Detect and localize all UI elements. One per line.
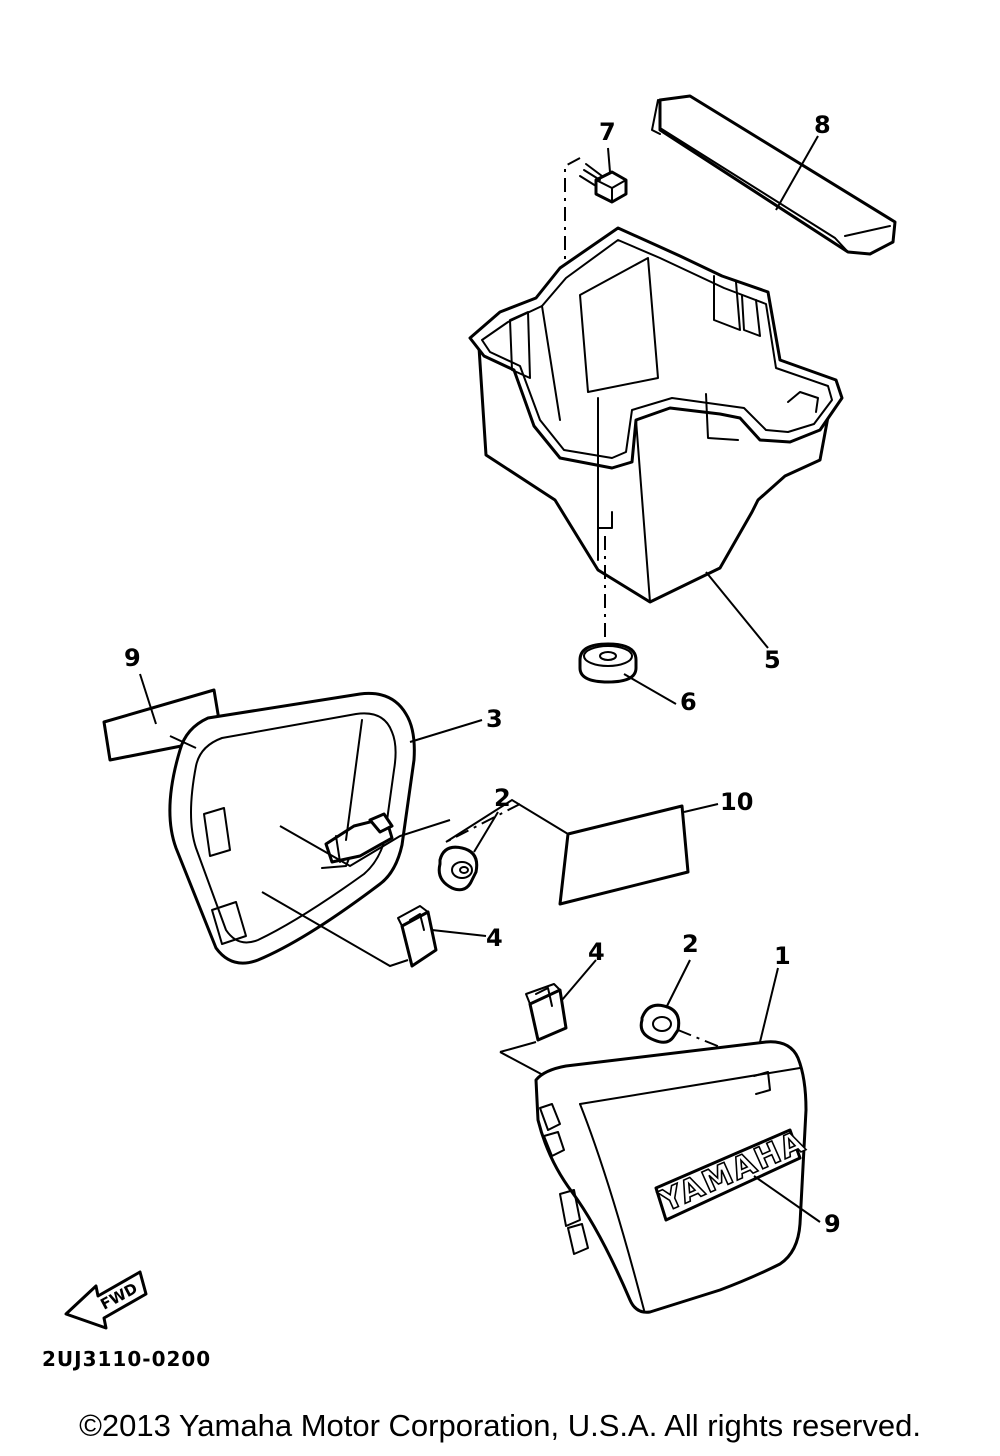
callout-2-upper: 2: [494, 784, 511, 812]
callout-9-lower: 9: [824, 1210, 841, 1238]
battery-box-part-5: [468, 226, 844, 604]
clip-line-right: [499, 1041, 537, 1053]
grommet-part-2-upper: [437, 845, 479, 892]
side-cover-part-3: [168, 691, 416, 965]
bolt-part-7: [579, 163, 628, 204]
damper-part-6: [578, 642, 638, 684]
cover-line-to-plate: [445, 798, 569, 843]
grommet-part-2-lower: [639, 1003, 681, 1044]
callout-8: 8: [814, 111, 831, 139]
callout-4-right: 4: [588, 938, 605, 966]
clip-part-4-left: [397, 905, 438, 968]
fwd-arrow-icon: FWD: [64, 1270, 148, 1330]
callout-5: 5: [764, 646, 781, 674]
callout-numbers: 7 8 5 6 9 3 2 10 4 4 2 1 9: [124, 111, 841, 1238]
box-mount-stud: [597, 511, 613, 529]
callout-10: 10: [720, 788, 753, 816]
callout-6: 6: [680, 688, 697, 716]
battery-band-part-8: [651, 94, 897, 256]
callout-7: 7: [599, 118, 616, 146]
callout-9-upper: 9: [124, 644, 141, 672]
cover-line-to-clip: [261, 891, 409, 968]
cover-line-to-grommet: [279, 819, 451, 868]
diagram-code: 2UJ3110-0200: [42, 1347, 212, 1371]
cover-dash-to-grommet: [445, 803, 521, 843]
leader-lines: [139, 135, 821, 1223]
plate-part-10: [558, 804, 690, 906]
callout-1: 1: [774, 942, 791, 970]
callout-4-left: 4: [486, 924, 503, 952]
copyright-notice: ©2013 Yamaha Motor Corporation, U.S.A. A…: [79, 1408, 921, 1443]
callout-2-lower: 2: [682, 930, 699, 958]
clip-part-4-right: [525, 983, 568, 1042]
side-cover-part-1: [534, 1040, 808, 1314]
callout-3: 3: [486, 705, 503, 733]
